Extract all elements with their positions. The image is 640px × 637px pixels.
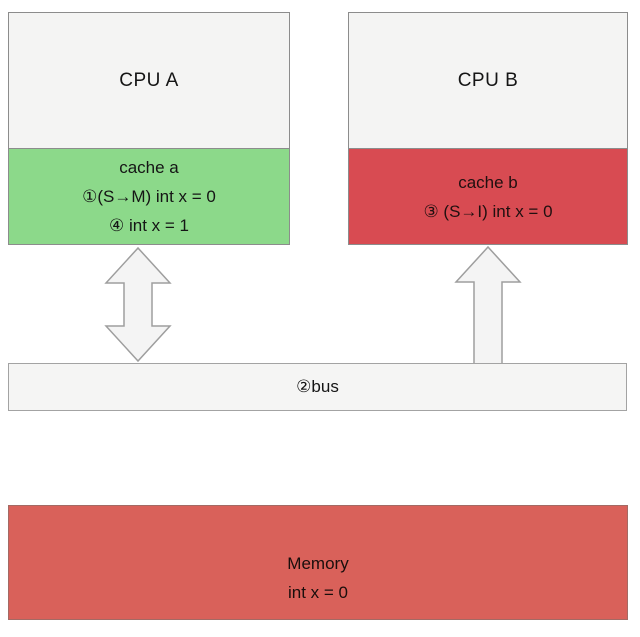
cache-a-title: cache a bbox=[119, 158, 179, 177]
bidirectional-arrow-icon bbox=[104, 246, 172, 363]
memory-value: int x = 0 bbox=[287, 582, 348, 602]
cpu-b-box: CPU B cache b ③ (S→I) int x = 0 bbox=[348, 12, 628, 245]
cache-b-step3: ③ (S→I) int x = 0 bbox=[423, 201, 553, 221]
memory-title: Memory bbox=[287, 553, 349, 573]
cpu-a-box: CPU A cache a ①(S→M) int x = 0 ④ int x =… bbox=[8, 12, 290, 245]
memory-box: Memory int x = 0 bbox=[8, 505, 628, 620]
cache-a-step1: ①(S→M) int x = 0 bbox=[82, 187, 216, 206]
bus-label: ②bus bbox=[296, 377, 339, 396]
cpu-a-label: CPU A bbox=[9, 13, 289, 148]
cache-b-title: cache b bbox=[458, 172, 518, 192]
cache-a-section: cache a ①(S→M) int x = 0 ④ int x = 1 bbox=[9, 148, 289, 244]
bus-bar: ②bus bbox=[8, 363, 627, 411]
cache-b-section: cache b ③ (S→I) int x = 0 bbox=[349, 148, 627, 244]
cache-a-step4: ④ int x = 1 bbox=[109, 216, 189, 235]
cpu-b-label: CPU B bbox=[349, 13, 627, 148]
up-arrow-icon bbox=[454, 245, 522, 365]
